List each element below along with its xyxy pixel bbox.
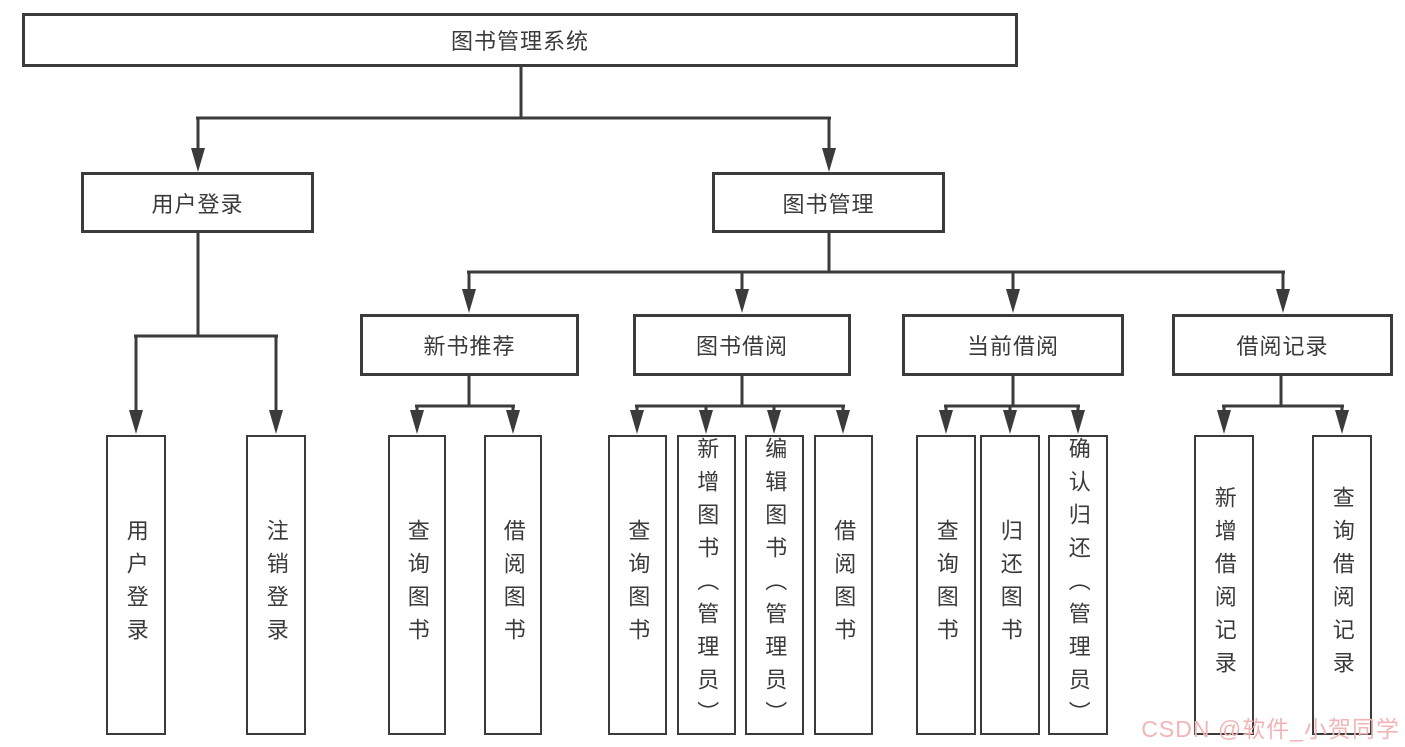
leaf-add-borrow-record: 新增借阅记录 xyxy=(1194,435,1254,735)
leaf-edit-books-admin: 编辑图书（管理员） xyxy=(745,435,804,735)
leaf-query-books-recommend: 查询图书 xyxy=(388,435,446,735)
leaf-confirm-return-admin: 确认归还（管理员） xyxy=(1048,435,1108,735)
leaf-edit-books-admin-label: 编辑图书（管理员） xyxy=(762,437,788,734)
node-book-borrow-label: 图书借阅 xyxy=(695,334,788,359)
leaf-query-borrow-record-label: 查询借阅记录 xyxy=(1329,486,1355,684)
leaf-user-login: 用户登录 xyxy=(106,435,166,735)
node-book-management-label: 图书管理 xyxy=(782,191,875,217)
leaf-query-books-borrow: 查询图书 xyxy=(608,435,667,735)
node-current-borrow-label: 当前借阅 xyxy=(966,334,1059,359)
node-root: 图书管理系统 xyxy=(22,13,1018,67)
node-new-book-recommend: 新书推荐 xyxy=(360,314,579,376)
leaf-query-books-recommend-label: 查询图书 xyxy=(404,519,430,651)
leaf-borrow-books-recommend: 借阅图书 xyxy=(484,435,542,735)
node-root-label: 图书管理系统 xyxy=(450,29,589,54)
node-book-borrow: 图书借阅 xyxy=(633,314,851,376)
node-borrow-records: 借阅记录 xyxy=(1172,314,1393,376)
leaf-borrow-books-recommend-label: 借阅图书 xyxy=(500,519,526,651)
watermark-text: CSDN @软件_小贺同学 xyxy=(1141,716,1400,742)
leaf-borrow-books: 借阅图书 xyxy=(814,435,873,735)
node-user-login: 用户登录 xyxy=(81,172,314,233)
leaf-logout-label: 注销登录 xyxy=(263,519,289,651)
leaf-query-books-current-label: 查询图书 xyxy=(933,519,959,651)
leaf-add-books-admin: 新增图书（管理员） xyxy=(677,435,736,735)
leaf-return-books-label: 归还图书 xyxy=(997,519,1023,651)
node-new-book-recommend-label: 新书推荐 xyxy=(423,334,516,359)
leaf-query-books-borrow-label: 查询图书 xyxy=(625,519,651,651)
leaf-add-books-admin-label: 新增图书（管理员） xyxy=(694,437,720,734)
node-current-borrow: 当前借阅 xyxy=(902,314,1124,376)
leaf-borrow-books-label: 借阅图书 xyxy=(831,519,857,651)
leaf-query-borrow-record: 查询借阅记录 xyxy=(1312,435,1372,735)
leaf-user-login-label: 用户登录 xyxy=(123,519,149,651)
leaf-add-borrow-record-label: 新增借阅记录 xyxy=(1211,486,1237,684)
leaf-confirm-return-admin-label: 确认归还（管理员） xyxy=(1065,437,1091,734)
leaf-query-books-current: 查询图书 xyxy=(916,435,976,735)
node-book-management: 图书管理 xyxy=(712,172,945,233)
leaf-return-books: 归还图书 xyxy=(980,435,1040,735)
node-borrow-records-label: 借阅记录 xyxy=(1236,334,1329,359)
leaf-logout: 注销登录 xyxy=(246,435,306,735)
node-user-login-label: 用户登录 xyxy=(151,191,244,217)
